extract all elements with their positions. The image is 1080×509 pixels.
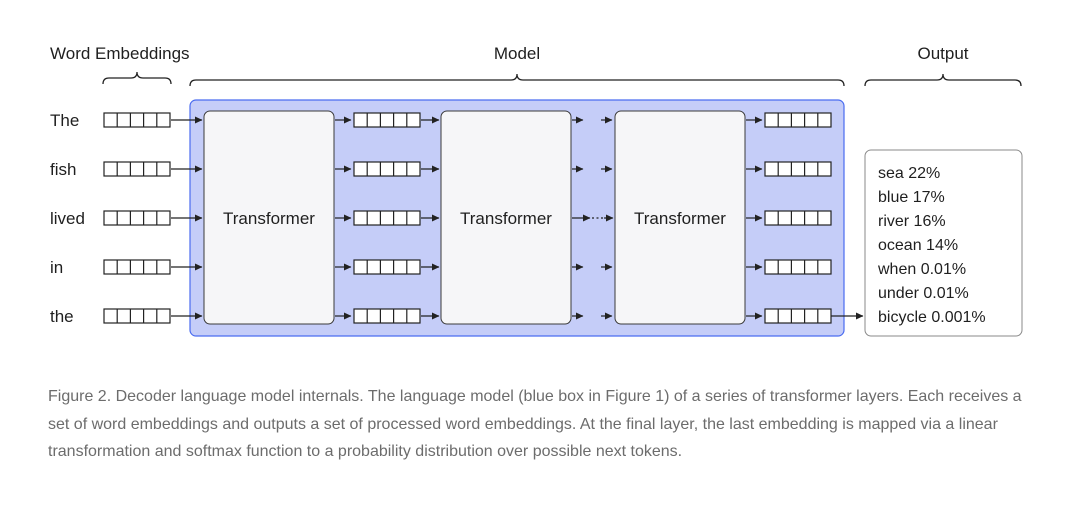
transformer-block-3: Transformer (614, 110, 746, 325)
transformer-block-1: Transformer (203, 110, 335, 325)
input-embedding-2 (103, 210, 171, 226)
final-embedding-0 (764, 112, 832, 128)
transformer-label: Transformer (460, 209, 552, 228)
final-embedding-3 (764, 259, 832, 275)
output-item-4: when 0.01% (877, 261, 966, 278)
transformer-label: Transformer (223, 209, 315, 228)
header-word-embeddings: Word Embeddings (50, 44, 190, 63)
token-0: The (50, 111, 79, 130)
output-item-6: bicycle 0.001% (878, 309, 986, 326)
input-embedding-4 (103, 308, 171, 324)
figure-caption: Figure 2. Decoder language model interna… (48, 388, 1022, 460)
mid-embedding-2 (353, 210, 421, 226)
transformer-label: Transformer (634, 209, 726, 228)
final-embedding-4 (764, 308, 832, 324)
mid-embedding-3 (353, 259, 421, 275)
mid-embedding-4 (353, 308, 421, 324)
input-embedding-0 (103, 112, 171, 128)
output-item-1: blue 17% (878, 189, 945, 206)
token-2: lived (50, 209, 85, 228)
output-item-2: river 16% (878, 213, 946, 230)
brace-embeddings (102, 71, 172, 85)
token-3: in (50, 258, 63, 277)
header-output: Output (917, 44, 968, 63)
final-embedding-2 (764, 210, 832, 226)
final-embedding-1 (764, 161, 832, 177)
brace-output (864, 73, 1022, 87)
output-item-0: sea 22% (878, 165, 940, 182)
output-item-3: ocean 14% (878, 237, 958, 254)
output-item-5: under 0.01% (878, 285, 969, 302)
token-4: the (50, 307, 74, 326)
mid-embedding-1 (353, 161, 421, 177)
token-1: fish (50, 160, 76, 179)
header-model: Model (494, 44, 540, 63)
input-embedding-3 (103, 259, 171, 275)
mid-embedding-0 (353, 112, 421, 128)
output-box (864, 149, 1023, 337)
brace-model (189, 73, 845, 87)
transformer-block-2: Transformer (440, 110, 572, 325)
decoder-diagram: Word Embeddings Model Output The fish live… (50, 44, 1023, 337)
input-embedding-1 (103, 161, 171, 177)
